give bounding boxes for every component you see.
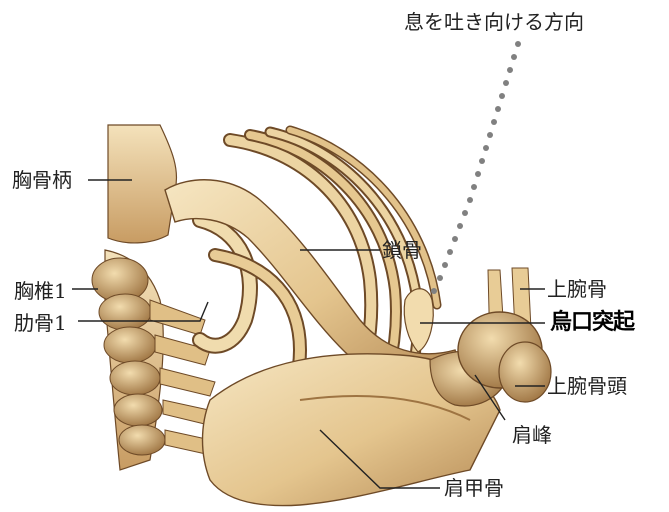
label-coracoid: 烏口突起: [550, 312, 634, 334]
label-clavicle: 鎖骨: [382, 240, 422, 260]
manubrium-shape: [108, 125, 177, 243]
label-rib: 肋骨1: [14, 313, 67, 333]
label-humeral-head: 上腕骨頭: [547, 376, 627, 396]
label-scapula: 肩甲骨: [444, 478, 504, 498]
breath-direction-caption: 息を吐き向ける方向: [404, 12, 584, 32]
breath-direction-dots: [431, 41, 521, 294]
vertebral-column: [92, 250, 220, 470]
label-manubrium: 胸骨柄: [12, 170, 72, 190]
label-humerus: 上腕骨: [547, 279, 607, 299]
coracoid-shape: [404, 289, 433, 352]
label-thoracic-vertebra: 胸椎1: [14, 281, 67, 301]
label-acromion: 肩峰: [512, 425, 552, 445]
